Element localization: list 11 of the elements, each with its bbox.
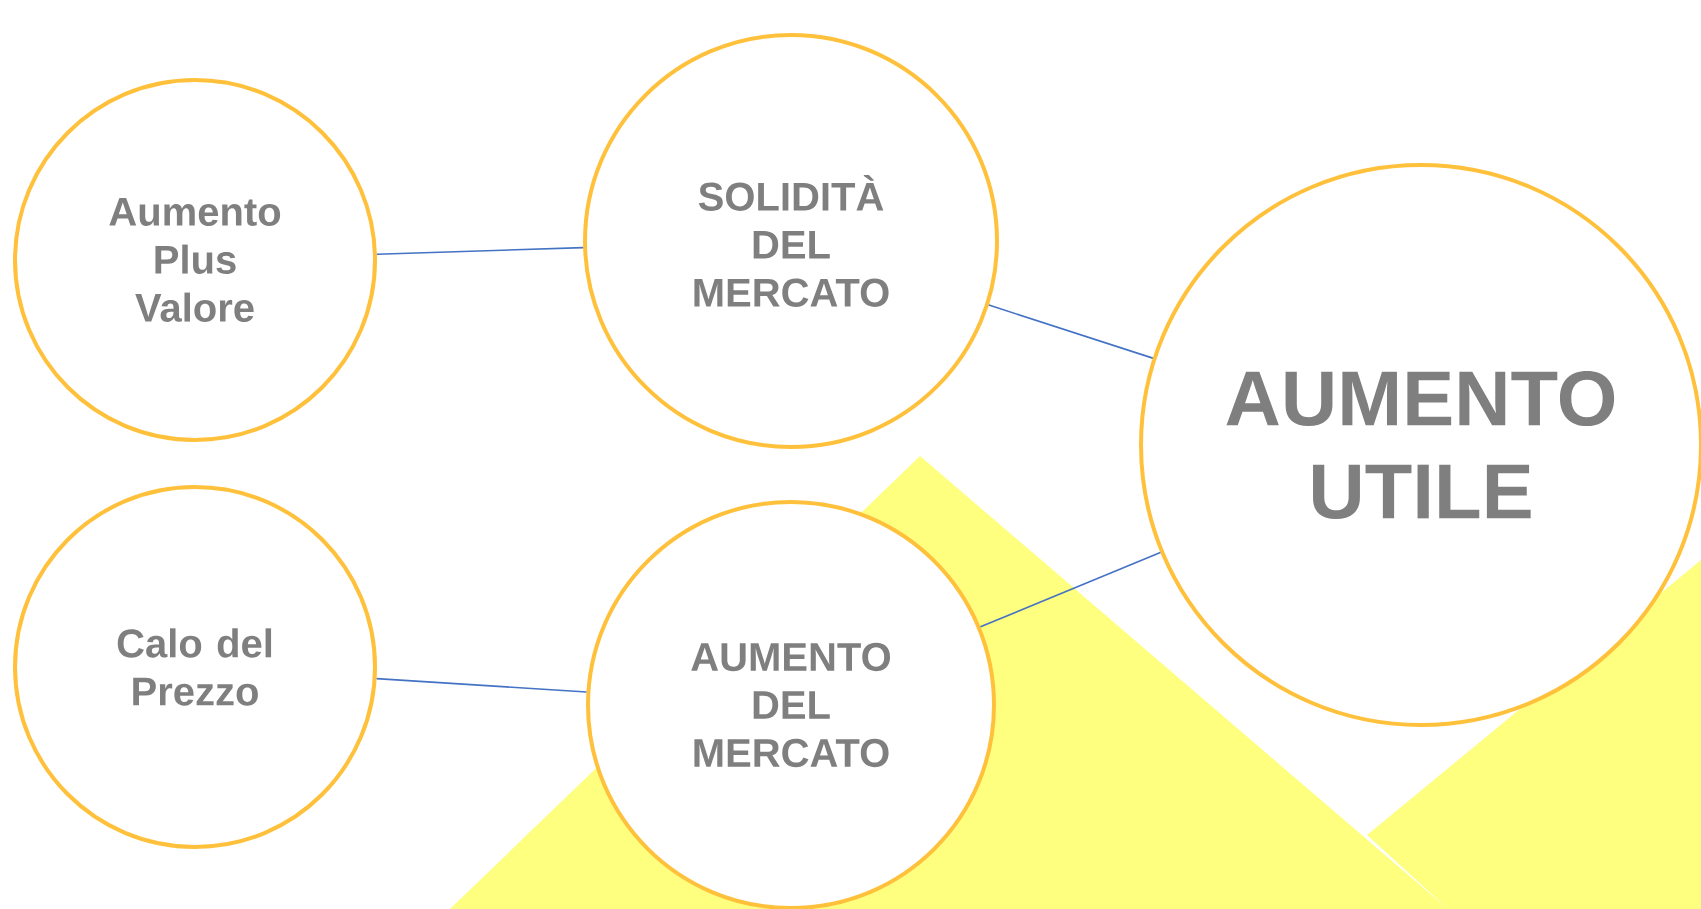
node-label: AUMENTO UTILE <box>1226 370 1615 520</box>
connector-line <box>375 677 588 693</box>
circle-node: Aumento Plus Valore <box>13 78 377 442</box>
node-label: AUMENTO DEL MERCATO <box>691 642 891 768</box>
connector-line <box>376 246 584 255</box>
circle-node: Calo del Prezzo <box>13 485 377 849</box>
circle-node: AUMENTO UTILE <box>1139 163 1701 727</box>
connector-line <box>988 304 1154 359</box>
circle-node: SOLIDITÀ DEL MERCATO <box>583 33 999 449</box>
circle-node: AUMENTO DEL MERCATO <box>586 500 996 909</box>
connector-line <box>979 551 1162 628</box>
